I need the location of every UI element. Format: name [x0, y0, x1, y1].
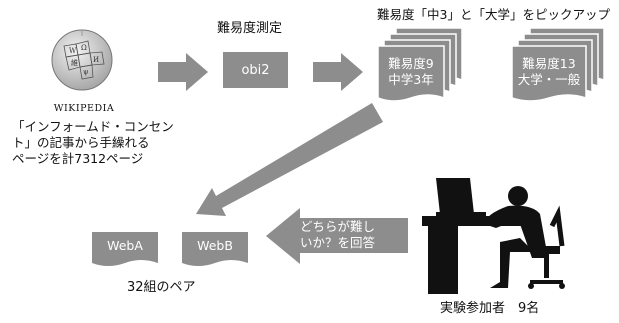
webb-label: WebB [197, 238, 233, 253]
question-line-1: どちらが難し [300, 219, 376, 234]
wiki-caption-line-1: 「インフォームド・コンセン [12, 119, 174, 134]
wiki-caption-line-3: ページを計7312ページ [12, 151, 144, 166]
doc-stack-b [511, 27, 605, 102]
weba-label: WebA [107, 238, 143, 253]
doc-weba [92, 232, 158, 266]
arrow-diagonal [196, 103, 383, 216]
stack-a-line-2: 中学3年 [388, 72, 434, 87]
obi2-label: obi2 [241, 62, 270, 78]
participants-caption: 実験参加者 9名 [440, 301, 540, 316]
wiki-caption-line-2: ト」の記事から手繰れる [12, 135, 150, 150]
pickup-title: 難易度「中3」と「大学」をピックアップ [377, 7, 610, 22]
doc-stack-a [377, 27, 463, 102]
stack-b-line-2: 大学・一般 [517, 72, 581, 87]
arrow-left-question [266, 208, 408, 264]
svg-text:W: W [69, 47, 77, 55]
stack-a-line-1: 難易度9 [388, 56, 434, 71]
svg-text:Ω: Ω [81, 44, 87, 52]
stack-b-labels: 難易度13 大学・一般 [512, 56, 586, 88]
doc-webb [182, 232, 248, 266]
measure-title: 難易度測定 [217, 21, 283, 36]
obi2-box: obi2 [223, 52, 288, 88]
question-text: どちらが難し いか？を回答 [300, 219, 375, 251]
participant-icon [422, 178, 565, 294]
svg-text:ψ: ψ [83, 68, 89, 76]
stack-b-line-1: 難易度13 [522, 56, 576, 71]
question-line-2: いか？を回答 [300, 235, 376, 250]
stack-a-labels: 難易度9 中学3年 [378, 56, 444, 88]
arrow-right-2 [313, 53, 363, 91]
svg-text:И: И [93, 56, 99, 64]
arrow-right-1 [158, 53, 208, 91]
wikipedia-wordmark: WIKIPEDIA [53, 103, 115, 114]
pair-caption: 32組のペア [127, 280, 196, 295]
svg-text:維: 維 [71, 58, 78, 67]
